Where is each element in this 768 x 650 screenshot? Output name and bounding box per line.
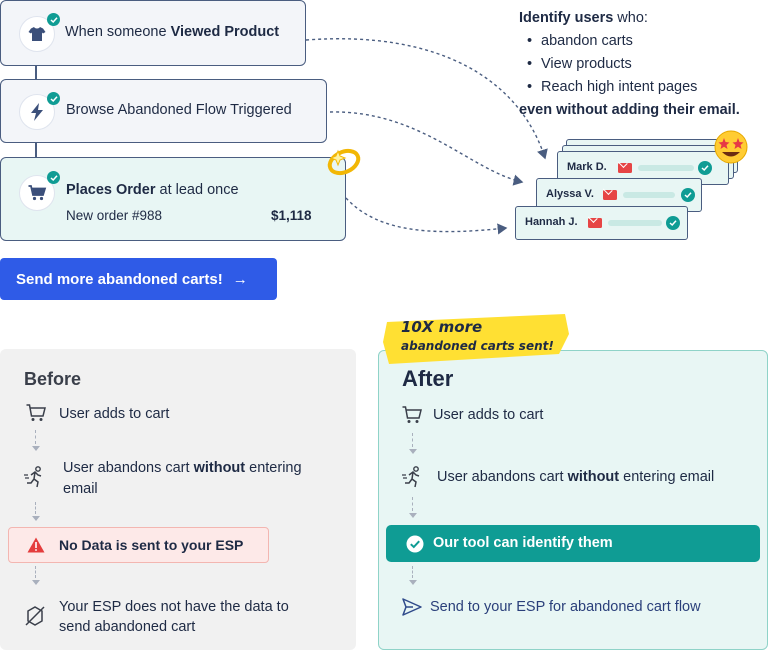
- after-panel: [378, 350, 768, 650]
- order-number: New order #988: [66, 208, 163, 223]
- before-step-add-to-cart: User adds to cart: [59, 406, 170, 422]
- step-connector: [35, 566, 36, 578]
- user-name: Mark D.: [567, 161, 607, 173]
- step-connector: [35, 430, 36, 444]
- step-connector: [35, 502, 36, 514]
- connector-line-1: [305, 38, 548, 160]
- cart-icon: [26, 404, 46, 421]
- no-data-alert: No Data is sent to your ESP: [8, 527, 269, 563]
- cart-icon: [28, 185, 47, 201]
- trigger-1-text: When someone Viewed Product: [65, 24, 280, 40]
- sparkle-icon: [327, 148, 361, 176]
- check-icon: [47, 171, 60, 184]
- flow-connector-2: [35, 143, 37, 157]
- check-icon: [47, 13, 60, 26]
- user-name: Alyssa V.: [546, 188, 594, 200]
- arrow-right-icon: →: [232, 270, 248, 288]
- cart-icon: [402, 406, 422, 423]
- step-arrow: [32, 446, 40, 451]
- order-amount: $1,118: [271, 208, 312, 223]
- send-more-abandoned-carts-button[interactable]: Send more abandoned carts! →: [0, 258, 277, 300]
- placeholder-bar: [608, 220, 662, 226]
- runner-icon: [402, 466, 420, 488]
- after-step-abandons: User abandons cart without entering emai…: [437, 469, 715, 485]
- cta-label: Send more abandoned carts!: [16, 270, 223, 288]
- placeholder-bar: [638, 165, 694, 171]
- tshirt-icon: [28, 27, 46, 41]
- emoji-star-eyes-icon: [714, 130, 748, 164]
- mail-icon: [588, 218, 602, 228]
- before-step-esp-line2: send abandoned cart: [59, 619, 196, 635]
- mail-icon: [603, 190, 617, 200]
- identify-bullet: abandon carts: [519, 30, 740, 53]
- after-step-send-to-esp: Send to your ESP for abandoned cart flow: [430, 599, 701, 615]
- send-icon: [402, 598, 422, 616]
- flow-connector-1: [35, 66, 37, 79]
- trigger-2-text: Browse Abandoned Flow Triggered: [66, 102, 292, 118]
- step-connector: [412, 433, 413, 447]
- step-connector: [412, 497, 413, 511]
- step-arrow: [32, 580, 40, 585]
- no-data-icon: [25, 606, 45, 626]
- step-arrow: [409, 580, 417, 585]
- ten-x-badge: 10X more abandoned carts sent!: [381, 312, 567, 364]
- trigger-card-viewed-product[interactable]: When someone Viewed Product: [0, 0, 306, 66]
- identify-footer: even without adding their email.: [519, 102, 740, 118]
- mail-icon: [618, 163, 632, 173]
- check-icon: [666, 216, 680, 230]
- step-arrow: [409, 513, 417, 518]
- before-step-abandons-line2: email: [63, 481, 98, 497]
- user-card: Hannah J.: [515, 206, 688, 240]
- connector-line-2: [329, 111, 524, 186]
- trigger-card-places-order[interactable]: Places Order at lead once New order #988…: [0, 157, 346, 241]
- before-step-esp-line1: Your ESP does not have the data to: [59, 599, 289, 615]
- after-title: After: [402, 366, 454, 391]
- step-arrow: [32, 516, 40, 521]
- badge-highlight: [383, 314, 569, 364]
- our-tool-text: Our tool can identify them: [433, 535, 613, 551]
- trigger-3-text: Places Order at lead once: [66, 182, 239, 198]
- lightning-icon: [31, 103, 43, 121]
- identify-bullet: View products: [519, 53, 740, 76]
- no-data-text: No Data is sent to your ESP: [59, 537, 244, 553]
- step-arrow: [409, 449, 417, 454]
- identify-users-block: Identify users who: abandon carts View p…: [519, 7, 740, 122]
- identify-heading: Identify users who:: [519, 10, 648, 26]
- trigger-card-browse-abandoned[interactable]: Browse Abandoned Flow Triggered: [0, 79, 327, 143]
- step-connector: [412, 566, 413, 578]
- before-panel: [0, 349, 356, 650]
- before-step-abandons: User abandons cart without entering: [63, 460, 302, 476]
- check-icon: [47, 92, 60, 105]
- before-title: Before: [24, 369, 82, 389]
- warning-icon: [27, 537, 45, 553]
- connector-line-3: [345, 197, 508, 235]
- identify-bullet: Reach high intent pages: [519, 76, 740, 99]
- runner-icon: [24, 466, 42, 488]
- check-icon: [698, 161, 712, 175]
- placeholder-bar: [623, 192, 675, 198]
- user-name: Hannah J.: [525, 216, 578, 228]
- badge-line-2: abandoned carts sent!: [401, 339, 554, 353]
- our-tool-highlight: Our tool can identify them: [386, 525, 760, 562]
- check-icon: [406, 535, 424, 553]
- check-icon: [681, 188, 695, 202]
- after-step-add-to-cart: User adds to cart: [433, 407, 544, 423]
- badge-line-1: 10X more: [401, 318, 483, 336]
